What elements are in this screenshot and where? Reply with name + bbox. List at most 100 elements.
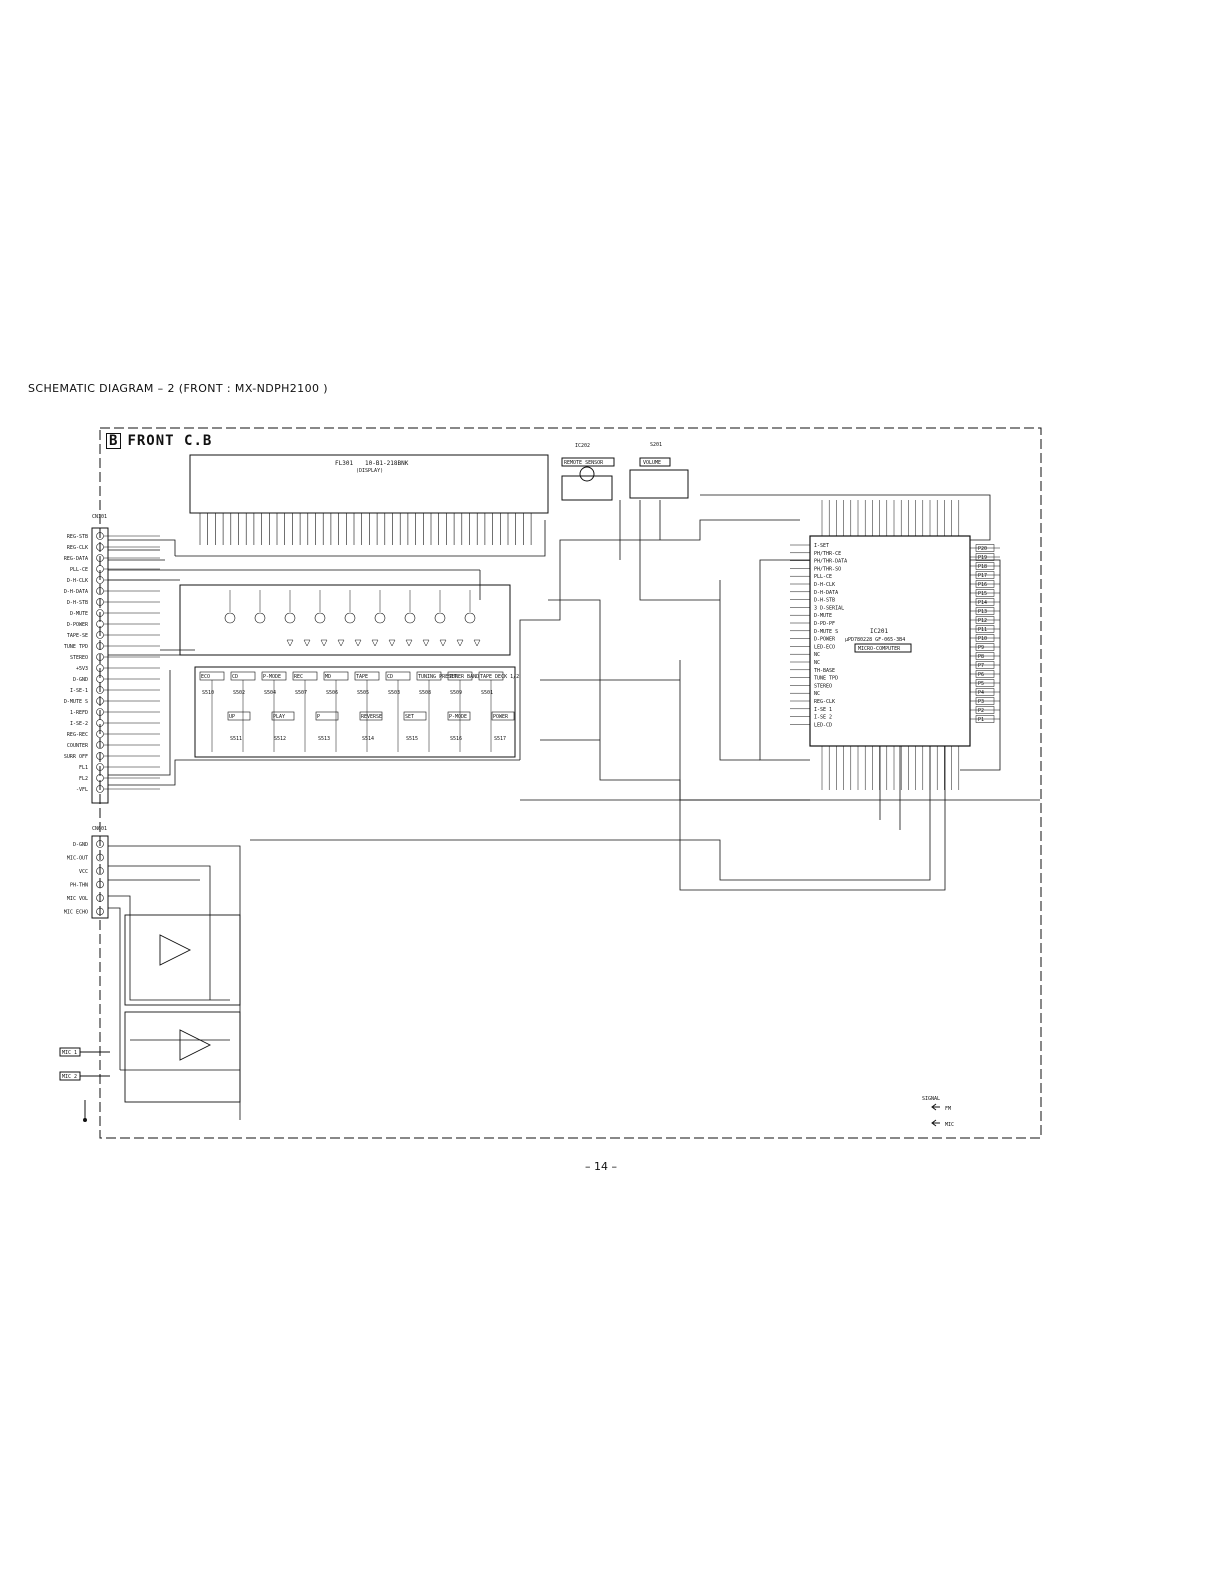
led-symbol (286, 639, 294, 647)
key-button-label: CD (232, 674, 238, 680)
transistor (344, 612, 356, 624)
ic201-right-pin-label: P3 (978, 699, 984, 705)
transistor (284, 612, 296, 624)
signal-legend: SIGNAL FM MIC (922, 1096, 954, 1128)
led-symbol (388, 639, 396, 647)
key-button-switch: S504 (264, 690, 276, 696)
ic201-right-pin-label: P15 (978, 591, 987, 597)
cn101-pin-label: TUNE TPD (64, 644, 88, 650)
cn101-pin (96, 576, 104, 584)
lower-key-box (271, 711, 295, 721)
lower-key-box (447, 711, 471, 721)
cn101-pin-label: PLL-CE (70, 567, 88, 573)
cn101-pin (96, 554, 104, 562)
cn101-pin (96, 631, 104, 639)
cn601-pin-label: VCC (79, 869, 88, 875)
ic201-left-pin-label: I-SET (814, 543, 829, 549)
lower-key-label: PLAY (273, 714, 285, 720)
lower-key-label: SET (405, 714, 414, 720)
document-title: SCHEMATIC DIAGRAM – 2 (FRONT : MX-NDPH21… (28, 382, 328, 395)
key-matrix: ECOS510CDS502P-MODES504RECS507MDS506TAPE… (179, 584, 519, 758)
cn601-pin (96, 880, 104, 889)
key-button-switch: S509 (450, 690, 462, 696)
cn101-pin (96, 730, 104, 738)
ic201-right-pin-label: P7 (978, 663, 984, 669)
cn101-pin-label: D-MUTE S (64, 699, 88, 705)
ic201-right-pin-box (975, 562, 995, 570)
cn101-pin-label: D-H-CLK (67, 578, 88, 584)
ic201-right-pin-label: P16 (978, 582, 987, 588)
cn101-pin (96, 686, 104, 694)
cn101-pin-label: I-SE-2 (70, 721, 88, 727)
transistor (314, 612, 326, 624)
mic1-label: MIC 1 (62, 1050, 77, 1056)
volume-s201: S201 VOLUME (629, 442, 689, 499)
cn101-pin (96, 774, 104, 782)
cn101-pin-label: TAPE-SE (67, 633, 88, 639)
ic201-left-pin-label: STEREO (814, 683, 832, 689)
ic201-right-pin-box (975, 544, 995, 552)
ic201-ref: IC201 (870, 628, 888, 635)
ic201-right-pin-label: P19 (978, 555, 987, 561)
led-symbol (371, 639, 379, 647)
ic201-left-pin-label: NC (814, 691, 820, 697)
key-button-label: TUNER BAND (449, 674, 479, 680)
cn601-pin-label: MIC VOL (67, 896, 88, 902)
ic201-left-pin-label: NC (814, 652, 820, 658)
key-button-switch: S502 (233, 690, 245, 696)
ic201-right-pin-box (975, 571, 995, 579)
cn601-pin (96, 907, 104, 916)
ic201-right-pin-label: P12 (978, 618, 987, 624)
ic201-right-pin-box (975, 625, 995, 633)
ic201-right-pin-box (975, 652, 995, 660)
key-button-switch: S510 (202, 690, 214, 696)
ic201-right-pin-box (975, 616, 995, 624)
cn601-pin-label: D-GND (73, 842, 88, 848)
board-outline (99, 427, 1042, 1139)
ic201-right-pin-label: P17 (978, 573, 987, 579)
led-symbol (456, 639, 464, 647)
cn101-pin-label: I-SE-1 (70, 688, 88, 694)
ic201-right-pin-label: P13 (978, 609, 987, 615)
lower-key-switch: S511 (230, 736, 242, 742)
volume-ref: S201 (650, 442, 662, 448)
cn601-pin-label: MIC ECHO (64, 910, 88, 916)
cn101-pin (96, 642, 104, 650)
led-symbol (405, 639, 413, 647)
cn101-pin-label: D-H-DATA (64, 589, 88, 595)
ic201-right-pin-box (975, 598, 995, 606)
volume-label: VOLUME (643, 460, 661, 466)
led-symbol (422, 639, 430, 647)
mic2-label: MIC 2 (62, 1074, 77, 1080)
ic201-right-pin-box (975, 715, 995, 723)
lower-key-box (403, 711, 427, 721)
cn101-pin (96, 785, 104, 793)
cn601-pin (96, 867, 104, 875)
cn101-pin-label: STEREO (70, 655, 88, 661)
lower-key-box (315, 711, 339, 721)
cn101-pin (96, 708, 104, 716)
ic201-left-pin-label: I-SE 1 (814, 707, 832, 713)
key-button-switch: S501 (481, 690, 493, 696)
ic201-role: MICRO-COMPUTER (858, 646, 901, 652)
ic201-right-pin-box (975, 643, 995, 651)
display-part: 10-B1-218BNK (365, 460, 409, 467)
ic201-left-pin-label: PLL-CE (814, 574, 832, 580)
remote-sensor-label: REMOTE SENSOR (564, 460, 604, 466)
cn101-pin (96, 697, 104, 705)
cn101-pin-label: +5V3 (76, 666, 88, 672)
ic201-right-pin-box (975, 661, 995, 669)
ic201-right-pin-label: P4 (978, 690, 984, 696)
legend-item-mic: MIC (945, 1122, 954, 1128)
board-letter: B (106, 433, 122, 449)
lower-key-label: POWER (493, 714, 509, 720)
key-button-label: TAPE (356, 674, 368, 680)
cn101-pin (96, 598, 104, 606)
cn101-pin (96, 719, 104, 727)
display-ref: FL301 (335, 460, 353, 467)
key-button-switch: S506 (326, 690, 338, 696)
ic201-right-pin-label: P10 (978, 636, 987, 642)
ic201-left-pin-label: D-MUTE S (814, 629, 838, 635)
ic201-right-pin-label: P2 (978, 708, 984, 714)
